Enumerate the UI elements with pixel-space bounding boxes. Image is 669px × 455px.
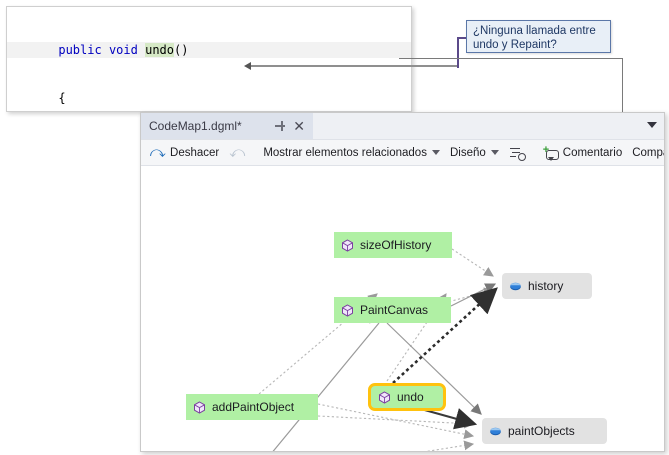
graph-node-label: undo bbox=[397, 390, 424, 404]
method-icon bbox=[378, 390, 391, 404]
graph-node-PaintCanvas[interactable]: PaintCanvas bbox=[334, 297, 451, 323]
undo-button[interactable]: ⤺ Deshacer bbox=[145, 142, 224, 164]
graph-node-paintObjects[interactable]: paintObjects bbox=[482, 418, 607, 444]
codemap-toolbar: ⤺ Deshacer ⤺ Mostrar elementos relaciona… bbox=[141, 140, 664, 166]
layout-button[interactable]: Diseño bbox=[445, 142, 504, 164]
method-icon bbox=[341, 303, 354, 317]
codemap-window: CodeMap1.dgml* ✕ ⤺ Deshacer ⤺ Mostrar el… bbox=[140, 112, 665, 452]
graph-node-label: paintObjects bbox=[508, 424, 575, 438]
redo-button[interactable]: ⤺ bbox=[224, 142, 250, 164]
graph-node-label: addPaintObject bbox=[212, 400, 295, 414]
filter-button[interactable] bbox=[504, 142, 530, 164]
layout-label: Diseño bbox=[449, 146, 486, 159]
callout-pointer-arrow bbox=[244, 62, 458, 70]
undo-arrow-icon: ⤺ bbox=[150, 144, 167, 161]
show-related-elements-label: Mostrar elementos relacionados bbox=[263, 146, 427, 159]
tab-title: CodeMap1.dgml* bbox=[149, 119, 242, 133]
field-icon bbox=[489, 425, 502, 438]
chevron-down-icon[interactable] bbox=[490, 150, 499, 155]
annotation-callout: ¿Ninguna llamada entre undo y Repaint? bbox=[466, 20, 611, 53]
codemap-tabstrip: CodeMap1.dgml* ✕ bbox=[141, 113, 664, 140]
undo-label: Deshacer bbox=[170, 146, 220, 159]
method-icon bbox=[193, 400, 206, 414]
callout-leader-vertical bbox=[457, 38, 459, 68]
code-line: public void undo() bbox=[7, 42, 411, 58]
show-related-elements-button[interactable]: Mostrar elementos relacionados bbox=[258, 142, 445, 164]
code-editor-text[interactable]: public void undo() { paintObjects = hist… bbox=[7, 10, 411, 111]
tab-codemap1[interactable]: CodeMap1.dgml* ✕ bbox=[141, 113, 313, 139]
graph-node-sizeOfHistory[interactable]: sizeOfHistory bbox=[334, 232, 452, 258]
filter-icon bbox=[509, 146, 526, 161]
chevron-down-icon[interactable] bbox=[431, 150, 440, 155]
graph-node-label: history bbox=[528, 279, 564, 293]
graph-node-addPaintObject[interactable]: addPaintObject bbox=[186, 394, 318, 420]
field-icon bbox=[509, 280, 522, 293]
share-button[interactable]: Compartir bbox=[627, 142, 664, 164]
comment-button[interactable]: + Comentario bbox=[538, 142, 627, 164]
pin-icon[interactable] bbox=[273, 119, 287, 133]
close-icon[interactable]: ✕ bbox=[293, 118, 305, 134]
annotation-callout-text: ¿Ninguna llamada entre undo y Repaint? bbox=[473, 25, 596, 51]
callout-leader-horizontal bbox=[457, 37, 468, 39]
graph-node-undo[interactable]: undo bbox=[368, 383, 446, 411]
code-line: { bbox=[15, 91, 66, 105]
method-icon bbox=[341, 238, 354, 252]
graph-node-history[interactable]: history bbox=[502, 273, 592, 299]
add-comment-icon: + bbox=[543, 144, 559, 161]
graph-node-label: PaintCanvas bbox=[360, 303, 429, 317]
redo-arrow-icon: ⤺ bbox=[229, 144, 246, 161]
share-label: Compartir bbox=[632, 146, 664, 159]
comment-label: Comentario bbox=[562, 146, 623, 159]
chevron-down-icon[interactable] bbox=[647, 122, 657, 128]
codemap-canvas[interactable]: ? sizeOfHistory bbox=[141, 166, 664, 451]
code-editor-panel[interactable]: public void undo() { paintObjects = hist… bbox=[6, 6, 412, 112]
graph-node-label: sizeOfHistory bbox=[360, 238, 432, 252]
